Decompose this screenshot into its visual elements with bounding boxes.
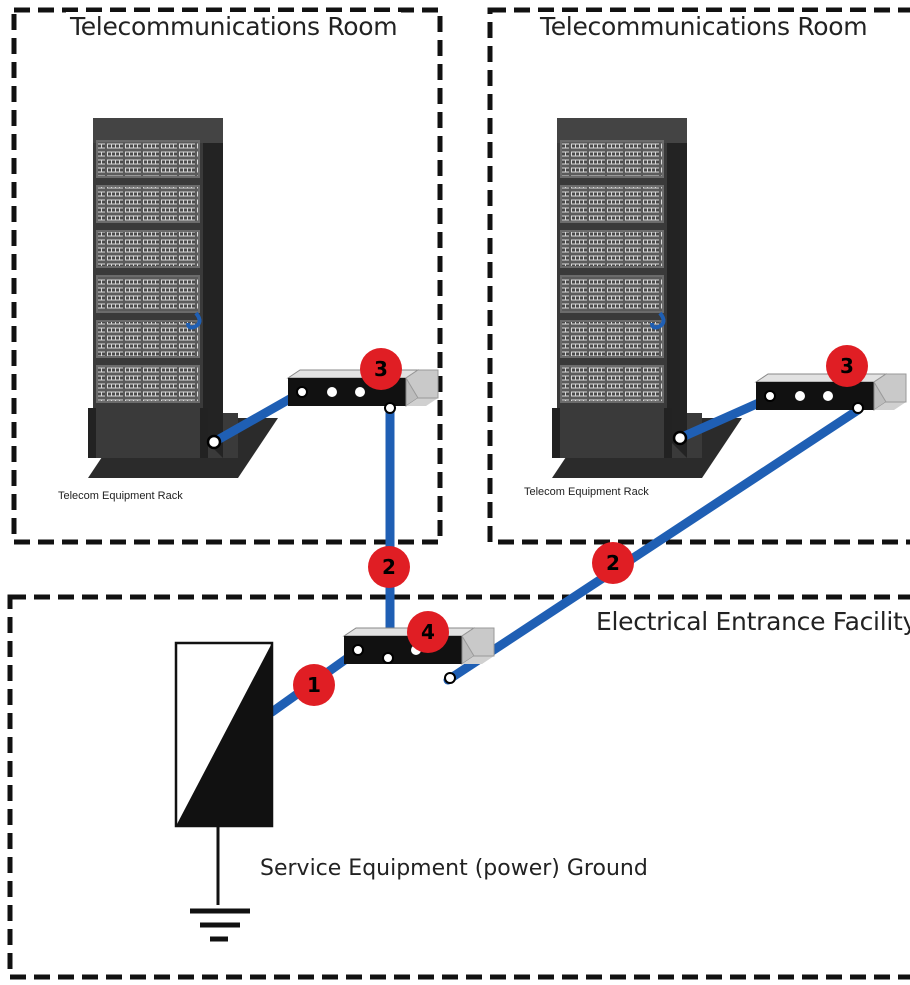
conductor-tgb-right-to-tmgb <box>443 405 863 685</box>
svg-text:3: 3 <box>840 354 854 378</box>
conductor-rack-left-to-tgb <box>209 387 307 447</box>
power-service-equipment <box>174 641 274 905</box>
service-equipment-ground-label: Service Equipment (power) Ground <box>260 856 648 881</box>
busbar-left <box>287 369 439 414</box>
telecom-room-left-title: Telecommunications Room <box>66 12 402 41</box>
electrical-entrance-facility-boundary <box>7 594 910 980</box>
conductor-rack-right-to-tgb <box>675 393 775 443</box>
badge-2-right: 2 <box>592 542 634 584</box>
badge-3-right: 3 <box>826 345 868 387</box>
svg-text:1: 1 <box>307 673 321 697</box>
rack-label-right: Telecom Equipment Rack <box>524 486 649 498</box>
electrical-entrance-facility-title: Electrical Entrance Facility <box>596 607 910 636</box>
rack-label-left: Telecom Equipment Rack <box>58 490 183 502</box>
badge-4: 4 <box>407 611 449 653</box>
svg-text:4: 4 <box>421 620 435 644</box>
svg-text:2: 2 <box>606 551 620 575</box>
svg-text:3: 3 <box>374 357 388 381</box>
badge-1: 1 <box>293 664 335 706</box>
svg-text:2: 2 <box>382 555 396 579</box>
earth-ground-icon <box>190 908 250 942</box>
bonding-conductors <box>209 387 863 717</box>
rack-bond-points <box>206 430 688 450</box>
telecom-room-right-title: Telecommunications Room <box>536 12 872 41</box>
busbar-right <box>755 373 907 414</box>
busbar-tmgb <box>343 627 495 684</box>
badge-2-left: 2 <box>368 546 410 588</box>
telecom-room-right-boundary <box>487 7 910 545</box>
badge-3-left: 3 <box>360 348 402 390</box>
